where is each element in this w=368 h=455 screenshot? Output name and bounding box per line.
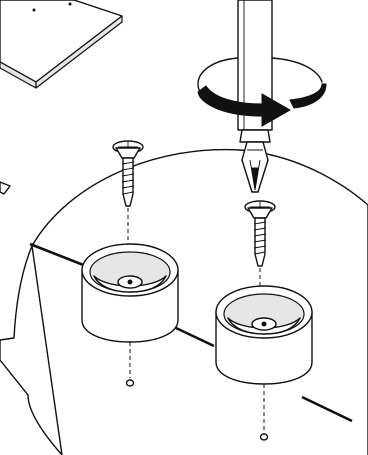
screwdriver xyxy=(238,0,272,192)
detail-callout-circle xyxy=(0,150,368,455)
spacer-right xyxy=(216,286,312,440)
screw-left xyxy=(113,141,143,248)
board-panel-left-edge xyxy=(0,182,10,194)
board-panel-top xyxy=(0,0,122,88)
spacer-left xyxy=(82,244,178,386)
